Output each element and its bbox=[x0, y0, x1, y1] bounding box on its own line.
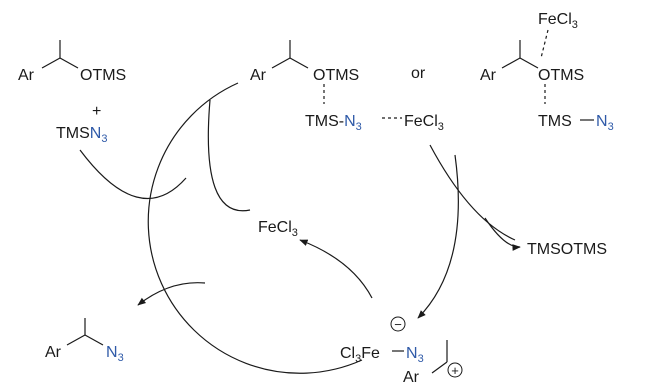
product-aryl: Ar bbox=[45, 344, 62, 361]
complex-a: Ar OTMS TMS-N3 FeCl3 bbox=[250, 40, 444, 133]
substrate-plus: + bbox=[92, 103, 101, 120]
product-bond-2 bbox=[84, 334, 104, 346]
substrate-aryl: Ar bbox=[18, 67, 35, 84]
product-release-arrow bbox=[137, 282, 206, 306]
complex-b: FeCl3 Ar OTMS TMS N3 bbox=[480, 11, 614, 133]
substrate-bond-1 bbox=[41, 57, 61, 69]
cation-bond bbox=[431, 361, 448, 374]
substrate-otms: OTMS bbox=[80, 67, 126, 84]
catalyst-entry-arc bbox=[207, 99, 251, 212]
intermediate-azide: N3 bbox=[406, 345, 424, 365]
complex-b-otms: OTMS bbox=[538, 67, 584, 84]
complex-b-bond-2 bbox=[519, 57, 539, 69]
or-label: or bbox=[411, 65, 426, 82]
tmsotms-arrow bbox=[484, 217, 521, 251]
complex-a-tms-azide: TMS-N3 bbox=[305, 113, 362, 133]
cycle-right-arc bbox=[429, 144, 516, 241]
minus-charge-circle bbox=[390, 316, 406, 332]
substrate: Ar OTMS + TMSN3 bbox=[18, 40, 126, 145]
intermediate: Cl3Fe − N3 Ar + bbox=[340, 316, 463, 386]
product-azide: N3 bbox=[106, 344, 124, 364]
complex-a-fecl3: FeCl3 bbox=[404, 113, 444, 133]
cycle-circle bbox=[147, 82, 363, 374]
cation-aryl: Ar bbox=[403, 369, 420, 386]
complex-b-fecl3: FeCl3 bbox=[538, 11, 578, 31]
complex-a-aryl: Ar bbox=[250, 67, 267, 84]
byproduct-tmsotms: TMSOTMS bbox=[527, 241, 607, 258]
product-bond-1 bbox=[66, 334, 86, 346]
complex-a-bond-1 bbox=[271, 57, 291, 69]
complex-b-bond-1 bbox=[501, 57, 521, 69]
intermediate-cl3fe: Cl3Fe bbox=[340, 345, 380, 365]
product: Ar N3 bbox=[45, 318, 124, 364]
catalyst-regeneration-arrow bbox=[299, 239, 373, 299]
tmsn3-entry-arc bbox=[79, 149, 187, 200]
complex-b-azide: N3 bbox=[596, 113, 614, 133]
to-intermediate-arrow bbox=[417, 154, 459, 319]
catalyst-fecl3: FeCl3 bbox=[258, 219, 298, 239]
complex-b-fe-o-dash bbox=[540, 29, 549, 59]
complex-a-bond-2 bbox=[289, 57, 309, 69]
complex-b-aryl: Ar bbox=[480, 67, 497, 84]
minus-charge-sign: − bbox=[394, 317, 402, 332]
substrate-tms-azide: TMSN3 bbox=[56, 125, 107, 145]
plus-charge-circle bbox=[447, 362, 463, 378]
complex-b-tms: TMS bbox=[538, 113, 572, 130]
complex-a-otms: OTMS bbox=[313, 67, 359, 84]
plus-charge-sign: + bbox=[451, 363, 459, 378]
substrate-bond-2 bbox=[59, 57, 79, 69]
